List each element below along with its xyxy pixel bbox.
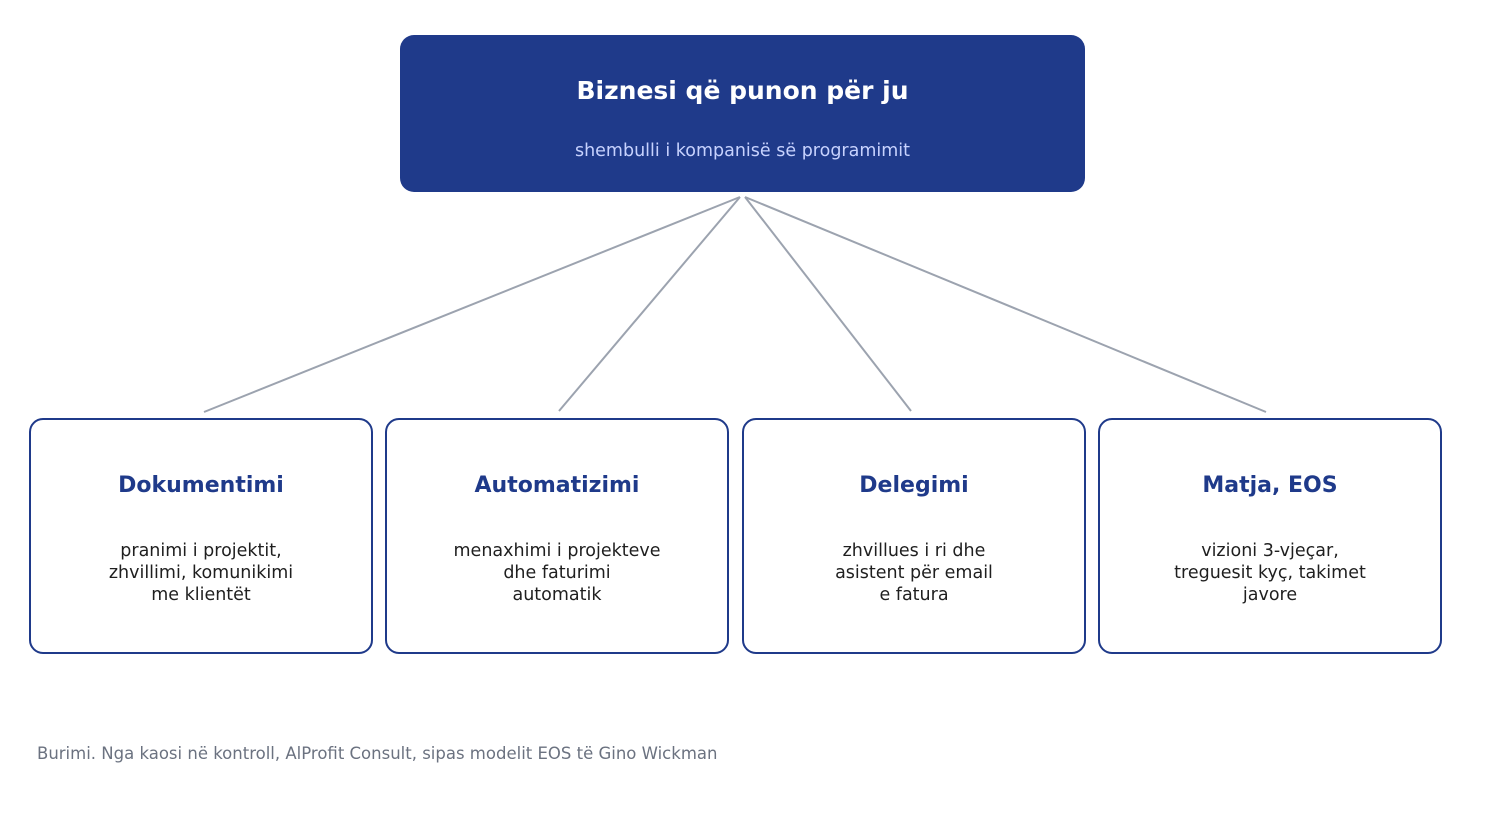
child-node-matja-eos: Matja, EOS vizioni 3-vjeçar, treguesit k…: [1098, 418, 1442, 654]
child-title: Automatizimi: [474, 473, 640, 498]
child-node-dokumentimi: Dokumentimi pranimi i projektit, zhvilli…: [29, 418, 373, 654]
connector-line-dokumentimi: [203, 196, 741, 413]
child-node-delegimi: Delegimi zhvillues i ri dhe asistent për…: [742, 418, 1086, 654]
root-subtitle: shembulli i kompanisë së programimit: [574, 141, 911, 161]
connector-line-automatizimi: [558, 196, 741, 412]
root-node: Biznesi që punon për ju shembulli i komp…: [400, 35, 1085, 192]
child-title: Dokumentimi: [118, 473, 284, 498]
root-title: Biznesi që punon për ju: [576, 76, 909, 105]
source-caption: Burimi. Nga kaosi në kontroll, AlProfit …: [37, 744, 718, 763]
child-title: Matja, EOS: [1202, 473, 1338, 498]
child-description: zhvillues i ri dhe asistent për email e …: [835, 541, 993, 605]
child-title: Delegimi: [859, 473, 969, 498]
child-node-automatizimi: Automatizimi menaxhimi i projekteve dhe …: [385, 418, 729, 654]
child-description: vizioni 3-vjeçar, treguesit kyç, takimet…: [1174, 541, 1366, 605]
connector-line-delegimi: [744, 196, 912, 412]
connector-line-matja-eos: [744, 196, 1267, 413]
child-description: menaxhimi i projekteve dhe faturimi auto…: [453, 541, 661, 605]
child-description: pranimi i projektit, zhvillimi, komuniki…: [108, 541, 294, 605]
